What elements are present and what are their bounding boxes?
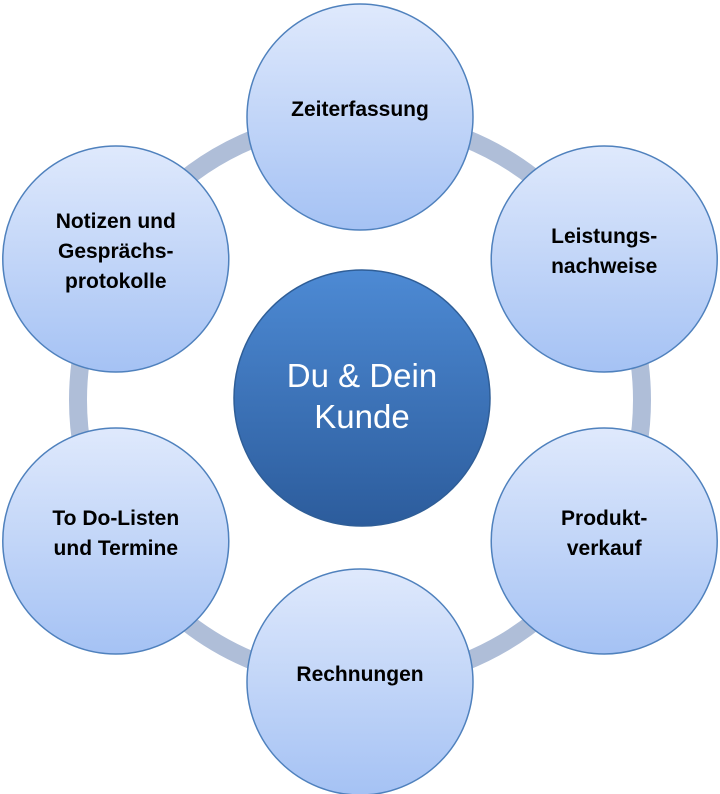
node-circle xyxy=(2,145,230,373)
node-label-line: To Do-Listen xyxy=(52,507,179,530)
node-circle xyxy=(2,427,230,655)
center-label-line-1: Du & Dein xyxy=(287,357,437,394)
node-circle xyxy=(246,3,474,231)
node-label-line: Leistungs- xyxy=(551,225,657,248)
node-label-line: nachweise xyxy=(551,255,657,278)
node-circle xyxy=(246,568,474,794)
node-label-line: verkauf xyxy=(567,537,643,560)
node-label-line: Zeiterfassung xyxy=(291,98,429,121)
node-label-line: Notizen und xyxy=(56,210,176,233)
node-circle xyxy=(490,427,718,655)
node-circle xyxy=(490,145,718,373)
node-rechnungen: Rechnungen xyxy=(246,568,474,794)
center-label-line-2: Kunde xyxy=(314,398,409,435)
node-todo-termine: To Do-Listen und Termine xyxy=(2,427,230,655)
node-leistungsnachweise: Leistungs-nachweise xyxy=(490,145,718,373)
node-label-line: Produkt- xyxy=(561,507,647,530)
node-label-line: Rechnungen xyxy=(296,663,423,686)
node-label-line: protokolle xyxy=(65,270,167,293)
node-zeiterfassung: Zeiterfassung xyxy=(246,3,474,231)
node-produktverkauf: Produkt-verkauf xyxy=(490,427,718,655)
node-label-line: und Termine xyxy=(54,537,178,560)
node-label-line: Gesprächs- xyxy=(58,240,174,263)
center-node: Du & Dein Kunde xyxy=(233,269,491,527)
